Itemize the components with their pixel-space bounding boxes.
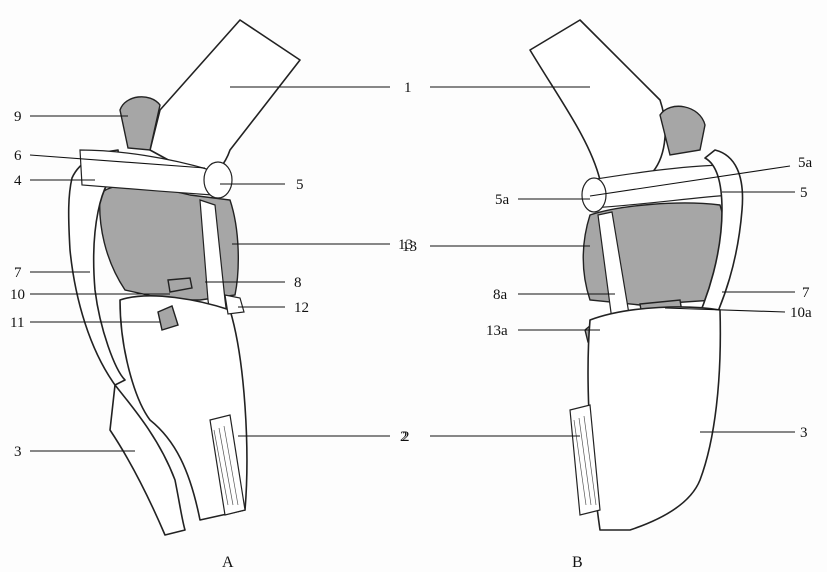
label-12-a: 12 [294,300,309,316]
knee-view-a [69,20,300,535]
label-2-b: 2 [402,429,410,445]
label-8a-b: 8a [493,287,508,303]
label-8-a: 8 [294,275,302,291]
label-6-a: 6 [14,148,22,164]
label-5a-right-b: 5a [798,155,813,171]
label-13-b: 13 [402,239,417,255]
label-5-a: 5 [296,177,304,193]
label-9-a: 9 [14,109,22,125]
small-ligament-12-a [225,295,244,314]
panel-title-b: B [572,554,583,571]
femur-b [530,20,665,180]
femur-a [150,20,300,180]
label-5a-left-b: 5a [495,192,510,208]
label-5-b: 5 [800,185,808,201]
condyle-knob-a [204,162,232,198]
knee-view-b [530,20,743,530]
label-13a-b: 13a [486,323,508,339]
label-7-a: 7 [14,265,22,281]
tibia-b [588,307,720,530]
patella-b [660,106,705,155]
label-10-a: 10 [10,287,25,303]
panel-title-a: A [222,554,234,571]
label-7-b: 7 [802,285,810,301]
label-3-b: 3 [800,425,808,441]
label-11-a: 11 [10,315,24,331]
label-1-a: 1 [404,80,412,96]
label-3-a: 3 [14,444,22,460]
label-4-a: 4 [14,173,22,189]
label-10a-b: 10a [790,305,812,321]
